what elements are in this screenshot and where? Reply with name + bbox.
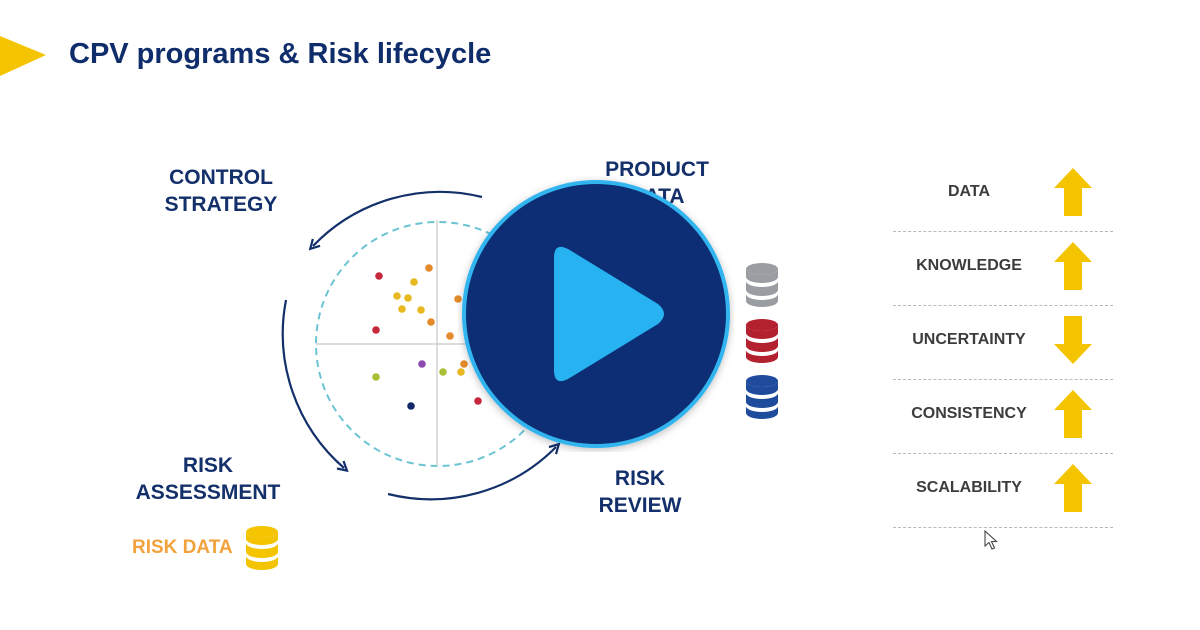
database-icon: [744, 263, 780, 307]
metric-label: UNCERTAINTY: [912, 331, 1026, 348]
database-icon: [244, 526, 280, 570]
label-risk-review: RISK REVIEW: [598, 467, 682, 517]
arrow-up-icon: [1054, 390, 1092, 438]
arrow-up-icon: [1054, 168, 1092, 216]
database-icon: [744, 319, 780, 363]
metric-label: CONSISTENCY: [911, 405, 1027, 422]
label-control-strategy: CONTROL STRATEGY: [164, 166, 278, 216]
mouse-cursor-icon: [984, 530, 998, 550]
arc-bottom-left: [281, 299, 344, 468]
arrow-up-icon: [1054, 464, 1092, 512]
slide-title: CPV programs & Risk lifecycle: [69, 38, 492, 70]
metric-row: UNCERTAINTY: [893, 305, 1113, 380]
arc-top-left: [313, 190, 483, 246]
metric-row: DATA: [893, 157, 1113, 232]
risk-data-label: RISK DATA: [132, 537, 233, 558]
metric-label: KNOWLEDGE: [916, 257, 1022, 274]
corner-triangle-icon: [0, 36, 46, 76]
scatter-dots: [372, 264, 482, 410]
metric-label: SCALABILITY: [916, 479, 1022, 496]
database-icon: [744, 375, 780, 419]
arrow-up-icon: [1054, 242, 1092, 290]
metric-row: KNOWLEDGE: [893, 231, 1113, 306]
arc-bottom-right: [387, 447, 556, 501]
metric-row: CONSISTENCY: [893, 379, 1113, 454]
metric-row: SCALABILITY: [893, 453, 1113, 528]
video-play-button[interactable]: [458, 176, 734, 452]
metric-label: DATA: [947, 183, 991, 200]
play-icon: [462, 180, 730, 448]
arrow-down-icon: [1054, 316, 1092, 364]
label-risk-assessment: RISK ASSESSMENT: [135, 454, 281, 504]
